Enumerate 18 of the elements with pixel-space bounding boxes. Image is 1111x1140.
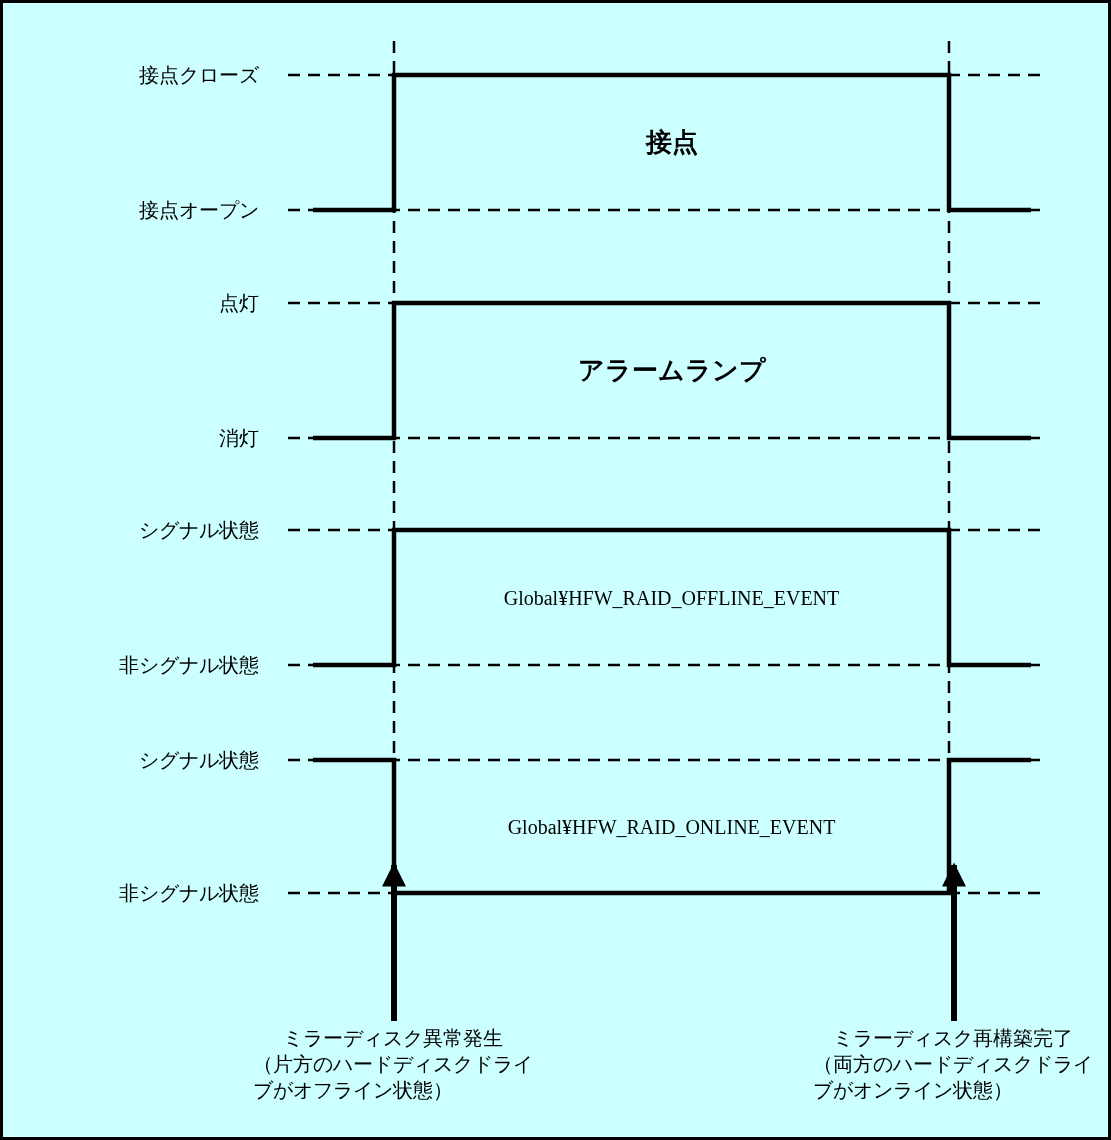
level-label: 非シグナル状態 <box>119 881 259 905</box>
level-label: シグナル状態 <box>139 518 259 542</box>
level-label: 接点オープン <box>139 198 259 222</box>
level-label: 接点クローズ <box>139 63 259 87</box>
arrow <box>942 862 966 1021</box>
level-label: 非シグナル状態 <box>119 653 259 677</box>
signal-name: アラームランプ <box>576 355 767 386</box>
event-note: （両方のハードディスクドライブがオンライン状態） <box>813 1052 1093 1103</box>
level-label: シグナル状態 <box>139 748 259 772</box>
level-label: 消灯 <box>219 426 259 450</box>
event-caption: ミラーディスク異常発生 <box>283 1026 503 1051</box>
signal-name: Global¥HFW_RAID_ONLINE_EVENT <box>506 814 837 840</box>
event-caption: ミラーディスク再構築完了 <box>833 1026 1073 1051</box>
signal-name: 接点 <box>644 127 699 158</box>
arrow <box>382 862 406 1021</box>
level-label: 点灯 <box>219 291 259 315</box>
event-note: （片方のハードディスクドライブがオフライン状態） <box>253 1052 533 1103</box>
signal-name: Global¥HFW_RAID_OFFLINE_EVENT <box>502 585 841 611</box>
